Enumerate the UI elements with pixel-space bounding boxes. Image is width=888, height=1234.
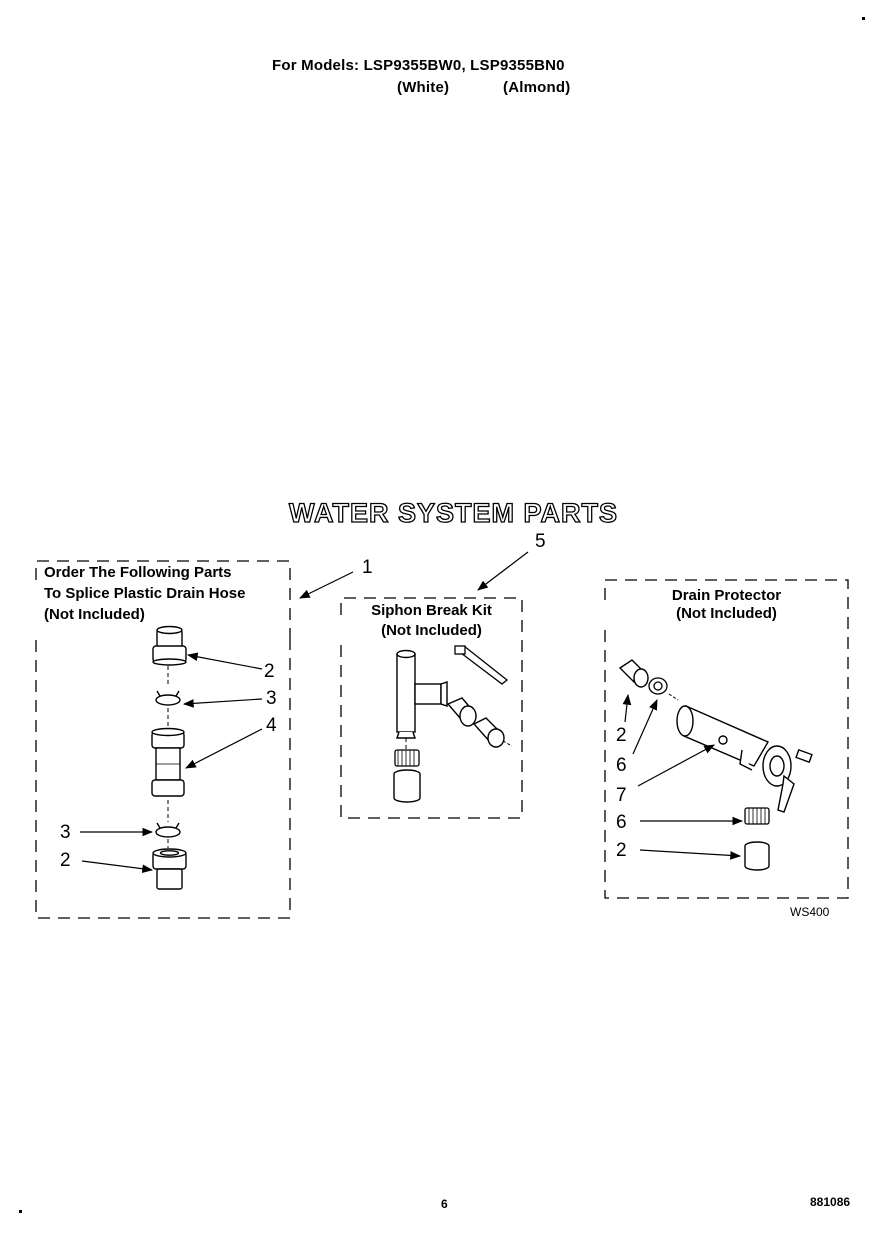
cable-tie [454,645,509,685]
arrow-r2-top [622,693,632,723]
tee-fitting [396,649,448,739]
page-number: 6 [441,1197,448,1211]
leader-5 [477,551,529,591]
arrow-r7 [637,744,715,787]
callout-left-4: 4 [266,715,277,736]
connector-top [152,625,187,666]
callout-left-3-top: 3 [266,688,277,709]
clamp-ring-bottom [155,822,181,838]
document-number: 881086 [810,1195,851,1209]
callout-left-2-top: 2 [264,661,275,682]
callout-1: 1 [362,557,373,578]
drain-cap-bottom [744,841,770,871]
cap-siphon [393,769,421,803]
callout-right-2-top: 2 [616,725,627,746]
arrow-4 [185,728,263,769]
drain-ring-bottom [744,807,770,825]
drain-label-line-1: Drain Protector [671,587,782,604]
page-title: WATER SYSTEM PARTS [288,497,619,528]
splice-label-line-1: Order The Following Parts [44,564,232,581]
splice-panel-box [35,560,291,919]
callout-left-3-bottom: 3 [60,822,71,843]
corner-mark [19,1210,22,1213]
siphon-label-line-1: Siphon Break Kit [371,602,492,619]
corner-mark [862,17,865,20]
drain-ring-top [648,677,668,695]
arrow-r2-bottom [639,849,742,860]
figure-code: WS400 [790,905,830,919]
coupling-siphon [446,697,477,727]
drain-cap-top [618,659,649,688]
ring-siphon [394,749,420,767]
siphon-panel-box [340,597,523,819]
drain-panel-box [604,579,849,899]
arrow-2-top [186,652,263,670]
siphon-label-line-2: (Not Included) [381,622,482,639]
drain-protector-body [676,704,813,813]
leader-1 [299,571,354,599]
drain-label-line-2: (Not Included) [676,605,777,622]
arrow-3-top [182,698,263,708]
callout-left-2-bottom: 2 [60,850,71,871]
arrow-r6-top [632,699,658,755]
splice-label-line-2: To Splice Plastic Drain Hose [44,585,246,602]
arrow-2-bottom [81,860,154,874]
callout-5: 5 [535,531,546,552]
callout-right-2-bottom: 2 [616,840,627,861]
adapter-siphon [472,717,505,748]
color-almond: (Almond) [503,79,571,96]
callout-right-6-bottom: 6 [616,812,627,833]
callout-right-7: 7 [616,785,627,806]
clamp-ring-top [155,690,181,706]
models-line: For Models: LSP9355BW0, LSP9355BN0 [272,57,565,74]
callout-right-6-top: 6 [616,755,627,776]
connector-bottom [152,848,187,890]
color-white: (White) [397,79,450,96]
splice-coupling [151,727,185,797]
splice-label-line-3: (Not Included) [44,606,145,623]
